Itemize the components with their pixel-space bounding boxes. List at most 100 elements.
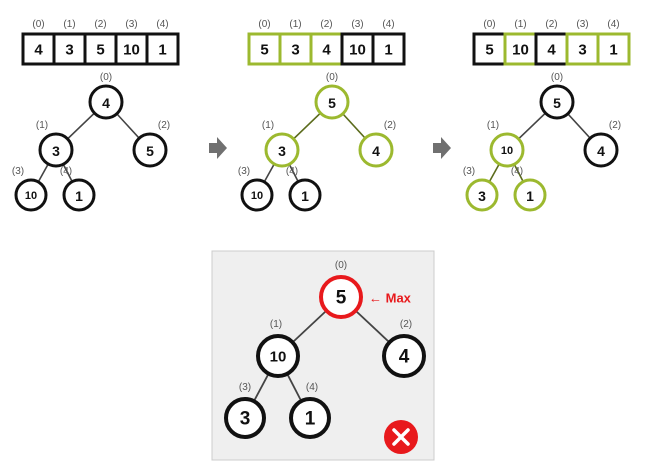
tree-node-index: (1) — [487, 120, 499, 131]
tree-node: (1) 10 — [256, 319, 300, 378]
tree-node-value: 4 — [372, 143, 380, 159]
tree-node-index: (1) — [270, 319, 282, 330]
tree-node: (3)3 — [224, 382, 266, 439]
array-cell: (2)4 — [309, 19, 344, 66]
array-cell-value: 5 — [485, 42, 493, 59]
tree-node-circle — [38, 132, 74, 168]
tree-node: (2) 4 — [583, 120, 621, 168]
array-cell-value: 3 — [291, 42, 299, 59]
tree-node: (1) 3 — [36, 120, 74, 168]
array-index-label: (1) — [63, 19, 75, 30]
tree-node: (1) 10 — [487, 120, 525, 168]
tree-node-value: 5 — [328, 95, 336, 111]
tree-node-index: (0) — [326, 72, 338, 83]
tree-node-value: 4 — [399, 347, 410, 368]
tree-node-value: 3 — [478, 188, 486, 204]
tree-node-index: (0) — [100, 72, 112, 83]
heap-tree: (0)5(1)10(2)4(3)3(4)1 — [463, 72, 621, 212]
tree-node: (0) 5 — [314, 72, 350, 120]
array-cell-box — [52, 32, 87, 66]
tree-node: (2)4 — [358, 120, 396, 168]
array-cell: (2) 4 — [534, 19, 569, 66]
array-cell: (3)10 — [114, 19, 149, 66]
x-mark — [392, 428, 410, 446]
array-cell: (4)1 — [145, 19, 180, 66]
tree-node-value: 10 — [251, 190, 263, 202]
tree-node-index: (4) — [60, 166, 72, 177]
array-cell: (3)3 — [565, 19, 600, 66]
tree-node-index: (2) — [609, 120, 621, 131]
tree-node: (4)1 — [60, 166, 96, 212]
tree-node-circle — [240, 178, 274, 212]
max-label: ← Max — [369, 291, 412, 306]
tree-node-index: (4) — [306, 382, 318, 393]
array-cell-box — [596, 32, 631, 66]
array-cell-value: 5 — [260, 42, 268, 59]
tree-node-circle — [256, 334, 300, 378]
array-cell-box — [309, 32, 344, 66]
tree-node-value: 10 — [501, 145, 513, 157]
tree-node-circle — [382, 334, 426, 378]
array-strip: (0)5(1)3(2)4(3)10(4)1 — [247, 19, 406, 66]
step-panel-3: (0)5(1)10(2)4(3)3(4)1(0)5(1)10(2)4(3)3(4… — [463, 19, 631, 212]
tree-node: (4)1 — [286, 166, 322, 212]
array-cell: (0)5 — [247, 19, 282, 66]
array-cell: (1)3 — [278, 19, 313, 66]
tree-node-value: 3 — [52, 143, 60, 159]
tree-node-index: (4) — [511, 166, 523, 177]
array-cell: (4) 1 — [371, 19, 406, 66]
right-arrow-icon — [433, 137, 451, 159]
array-index-label: (3) — [576, 19, 588, 30]
tree-node: (3)10 — [12, 166, 48, 212]
array-cell: (1) 3 — [52, 19, 87, 66]
tree-node: (4)1 — [511, 166, 547, 212]
array-cell-value: 1 — [609, 42, 617, 59]
array-cell: (2)5 — [83, 19, 118, 66]
step-panel-1: (0)4(1)3(2)5(3)10(4)1(0)4(1)3(2)5(3)10(4… — [12, 19, 180, 212]
tree-node: (2)5 — [132, 120, 170, 168]
tree-node-index: (0) — [551, 72, 563, 83]
array-cell-value: 4 — [547, 42, 556, 59]
heap-tree: (0)5(1)3(2)4(3)10(4)1 — [238, 72, 396, 212]
array-index-label: (3) — [351, 19, 363, 30]
array-index-label: (2) — [545, 19, 557, 30]
tree-node: (3)10 — [238, 166, 274, 212]
array-cell-value: 1 — [384, 42, 392, 59]
tree-node: (0)5 — [539, 72, 575, 120]
tree-node: (4)1 — [289, 382, 331, 439]
tree-node-circle — [14, 178, 48, 212]
tree-node-value: 4 — [597, 143, 605, 159]
array-index-label: (0) — [483, 19, 495, 30]
array-index-label: (2) — [320, 19, 332, 30]
array-cell-box — [340, 32, 375, 66]
array-cell: (4)1 — [596, 19, 631, 66]
array-index-label: (4) — [156, 19, 168, 30]
step-panel-2: (0)5(1)3(2)4(3)10(4)1(0)5(1)3(2)4(3)10(4… — [238, 19, 406, 212]
tree-node-value: 10 — [25, 190, 37, 202]
array-cell: (0) 5 — [472, 19, 507, 66]
tree-node-value: 1 — [526, 188, 534, 204]
tree-node-circle — [132, 132, 168, 168]
array-cell-value: 4 — [34, 42, 43, 59]
tree-node-index: (0) — [335, 260, 347, 271]
tree-node: (0) 4 — [88, 72, 124, 120]
tree-node-value: 1 — [301, 188, 309, 204]
array-cell-box — [472, 32, 507, 66]
right-arrow-icon — [209, 137, 227, 159]
tree-node-circle — [489, 132, 525, 168]
tree-node-value: 5 — [336, 288, 347, 309]
array-index-label: (4) — [382, 19, 394, 30]
array-cell-box — [503, 32, 538, 66]
array-strip: (0)4(1)3(2)5(3)10(4)1 — [21, 19, 180, 66]
tree-node-index: (1) — [36, 120, 48, 131]
tree-node-index: (4) — [286, 166, 298, 177]
heap-tree: (0) 4 (1) 3 (2)5 (3)10 (4)1 — [12, 72, 170, 212]
tree-node-circle — [264, 132, 300, 168]
array-cell-value: 3 — [65, 42, 73, 59]
array-cell-box — [247, 32, 282, 66]
tree-node-value: 10 — [270, 349, 287, 366]
tree-node-circle — [465, 178, 499, 212]
tree-node: (0) 5 — [319, 260, 363, 319]
tree-node-index: (1) — [262, 120, 274, 131]
tree-node-value: 4 — [102, 95, 110, 111]
